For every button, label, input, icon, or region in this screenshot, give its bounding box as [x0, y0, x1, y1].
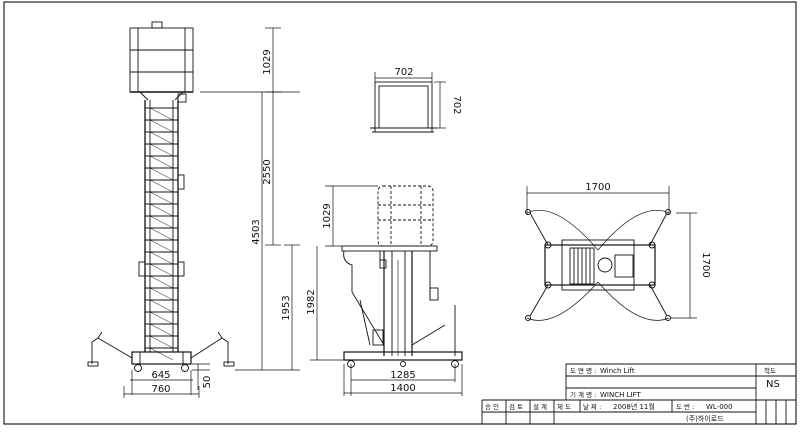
mast-brace	[149, 143, 174, 157]
mast-brace	[149, 299, 174, 313]
side-base	[343, 351, 463, 361]
mast-brace	[149, 155, 174, 169]
mast-brace	[149, 131, 174, 145]
scale-label: 척도	[764, 367, 776, 375]
mast-brace	[149, 251, 174, 265]
mast-brace	[149, 179, 174, 193]
dim-front-inner-width: 645	[151, 370, 170, 381]
dim-front-outer-width: 760	[151, 384, 170, 395]
dim-side-inner-length: 1285	[390, 370, 415, 381]
model-name: WINCH LIFT	[600, 391, 641, 399]
top-platform-view	[370, 72, 446, 133]
mast-brace	[149, 119, 174, 133]
scale-value: NS	[766, 379, 780, 390]
company-name: (주)하이로드	[686, 414, 724, 423]
dim-side-base-height: 1982	[306, 289, 317, 314]
drawing-name: Winch Lift	[600, 367, 635, 375]
dim-plan-width: 1700	[585, 182, 610, 193]
plan-view	[525, 186, 697, 321]
dim-platform-depth: 702	[451, 95, 462, 114]
side-dimensions	[310, 185, 463, 396]
mast-brace	[149, 275, 174, 289]
dim-plan-depth: 1700	[700, 252, 711, 277]
mast-brace	[149, 347, 174, 361]
dim-front-platform-height: 1029	[262, 49, 273, 74]
dim-front-total-height: 4503	[251, 219, 262, 244]
mast-brace	[149, 311, 174, 325]
dim-front-base-height: 1953	[281, 295, 292, 320]
approval-label-3: 설 계	[533, 402, 547, 411]
drawing-no-label: 도 번 :	[676, 402, 694, 411]
dim-front-leg-height: 50	[202, 376, 213, 389]
plan-chassis	[544, 244, 656, 286]
date-label: 날 짜 :	[583, 402, 601, 411]
mast-brace	[149, 203, 174, 217]
drawing-no: WL-000	[706, 403, 733, 411]
front-dimensions	[123, 27, 300, 398]
title-block-text: 도 면 명 : Winch Lift 척도 NS 기 계 명 : WINCH L…	[485, 366, 780, 423]
mast-brace	[149, 215, 174, 229]
approval-label-1: 승 인	[485, 402, 499, 411]
mast-brace	[149, 239, 174, 253]
mast-brace	[149, 107, 174, 121]
front-view	[87, 21, 235, 372]
date-value: 2008년 11월	[613, 402, 655, 411]
mast-brace	[149, 335, 174, 349]
approval-label-2: 검 토	[509, 403, 523, 411]
approval-label-4: 제 도	[557, 403, 571, 411]
side-view	[341, 185, 463, 368]
mast-brace	[149, 263, 174, 277]
mast-brace	[149, 323, 174, 337]
mast-brace	[149, 191, 174, 205]
mast-brace	[149, 227, 174, 241]
mast-brace	[149, 167, 174, 181]
dim-side-platform-height: 1029	[322, 203, 333, 228]
dim-front-mast-height: 2550	[262, 159, 273, 184]
model-label: 기 계 명 :	[570, 390, 596, 399]
dim-side-outer-length: 1400	[390, 383, 415, 394]
title-block	[3, 1, 797, 425]
drawing-name-label: 도 면 명 :	[570, 366, 596, 375]
dim-platform-width: 702	[394, 67, 413, 78]
front-dimension-labels: 1029 2550 4503 1953 50 645 760	[151, 49, 292, 395]
mast-brace	[149, 287, 174, 301]
